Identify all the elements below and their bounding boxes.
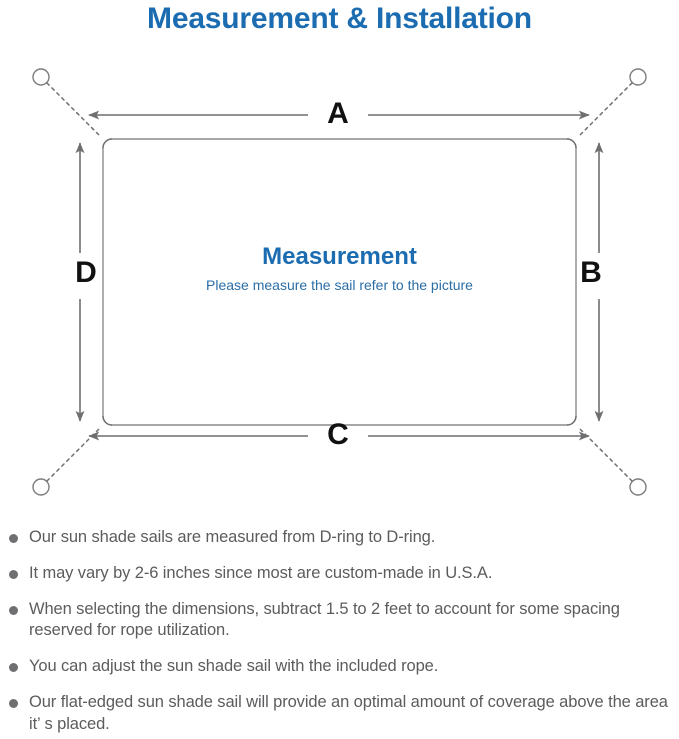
instruction-notes-list: Our sun shade sails are measured from D-…	[9, 527, 673, 735]
anchor-point-bottom-right	[629, 478, 647, 496]
sail-body	[102, 138, 577, 426]
note-text: When selecting the dimensions, subtract …	[29, 599, 620, 640]
list-item: Our sun shade sails are measured from D-…	[9, 527, 673, 549]
d-ring-top-right	[566, 138, 577, 149]
list-item: When selecting the dimensions, subtract …	[9, 599, 673, 643]
anchor-point-bottom-left	[32, 478, 50, 496]
note-text: You can adjust the sun shade sail with t…	[29, 657, 439, 676]
note-text: Our sun shade sails are measured from D-…	[29, 528, 436, 546]
rope-line-top-right	[578, 82, 633, 137]
anchor-point-top-left	[32, 68, 50, 86]
diagram-svg	[32, 68, 647, 496]
page-title: Measurement & Installation	[147, 2, 532, 35]
bullet-icon	[9, 663, 18, 673]
d-ring-top-left	[102, 138, 113, 149]
list-item: You can adjust the sun shade sail with t…	[9, 656, 673, 678]
bullet-icon	[9, 534, 18, 543]
anchor-point-top-right	[629, 68, 647, 86]
note-text: Our flat-edged sun shade sail will provi…	[29, 692, 668, 733]
d-ring-bottom-right	[566, 415, 577, 426]
sail-measurement-diagram: Measurement Please measure the sail refe…	[0, 55, 679, 515]
note-text: It may vary by 2-6 inches since most are…	[29, 563, 493, 582]
bullet-icon	[9, 569, 18, 579]
bullet-icon	[9, 605, 18, 615]
d-ring-bottom-left	[102, 415, 113, 426]
bullet-icon	[9, 698, 18, 708]
rope-line-top-left	[46, 82, 101, 137]
list-item: It may vary by 2-6 inches since most are…	[9, 563, 673, 585]
list-item: Our flat-edged sun shade sail will provi…	[9, 692, 673, 736]
